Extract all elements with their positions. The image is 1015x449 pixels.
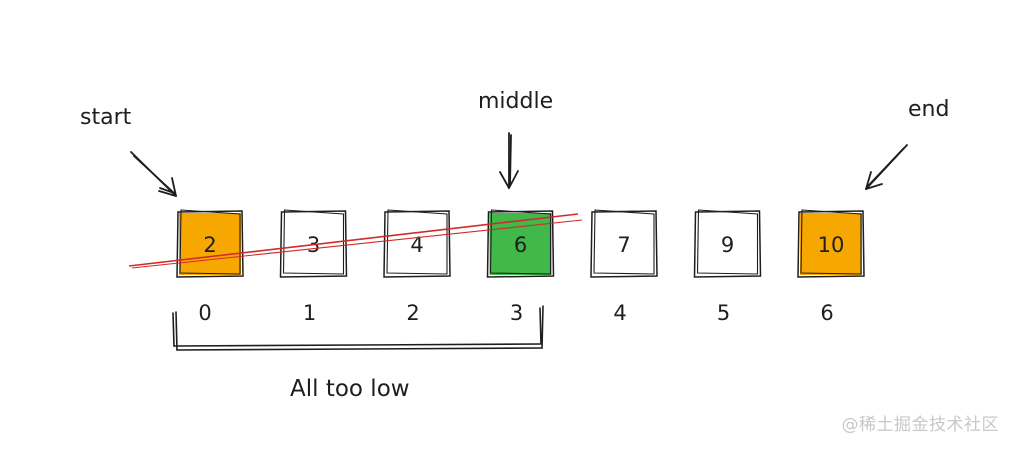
cell-outline [279, 210, 348, 278]
cell-value: 7 [617, 233, 630, 257]
array-cell: 95 [693, 209, 762, 325]
cell-value: 9 [721, 233, 734, 257]
cell-outline-sketch [179, 209, 241, 275]
cell-fill [800, 213, 862, 275]
cell-outline [486, 210, 555, 278]
cell-index: 3 [510, 301, 523, 325]
cell-value: 2 [203, 233, 216, 257]
cell-index: 6 [820, 301, 833, 325]
cell-value: 10 [818, 233, 845, 257]
start-arrow-icon [130, 151, 177, 197]
middle-label: middle [478, 89, 553, 114]
bracket [172, 305, 544, 351]
array-cell: 42 [383, 209, 451, 325]
cell-index: 1 [303, 301, 316, 325]
cell-outline [383, 210, 451, 278]
array-cell: 20 [176, 209, 244, 325]
cell-index: 4 [613, 301, 626, 325]
cell-outline-sketch [800, 209, 862, 275]
middle-arrow-icon [499, 132, 519, 189]
strike-line [128, 213, 583, 269]
array-cells: 203142637495106 [176, 209, 865, 325]
cell-outline [590, 210, 658, 278]
array-cell: 74 [590, 209, 658, 325]
cell-value: 6 [514, 233, 527, 257]
bracket-label: All too low [290, 376, 410, 402]
strike-stroke [131, 219, 583, 269]
cell-value: 4 [410, 233, 423, 257]
cell-index: 5 [717, 301, 730, 325]
array-cell: 10 6 [797, 209, 865, 325]
cell-fill [179, 213, 241, 275]
end-arrow-icon [865, 144, 908, 190]
cell-index: 0 [198, 301, 211, 325]
cell-outline-sketch [593, 209, 655, 275]
cell-outline-sketch [696, 209, 759, 275]
cell-outline [797, 210, 865, 278]
cell-index: 2 [406, 301, 419, 325]
strike-stroke [128, 213, 579, 267]
array-cell: 31 [279, 209, 348, 325]
cell-outline [176, 210, 244, 278]
cell-outline-sketch [489, 209, 552, 275]
start-label: start [80, 105, 132, 130]
cell-outline-sketch [386, 209, 448, 275]
cell-outline [693, 210, 762, 278]
watermark: @稀土掘金技术社区 [841, 415, 999, 435]
end-label: end [908, 97, 949, 122]
